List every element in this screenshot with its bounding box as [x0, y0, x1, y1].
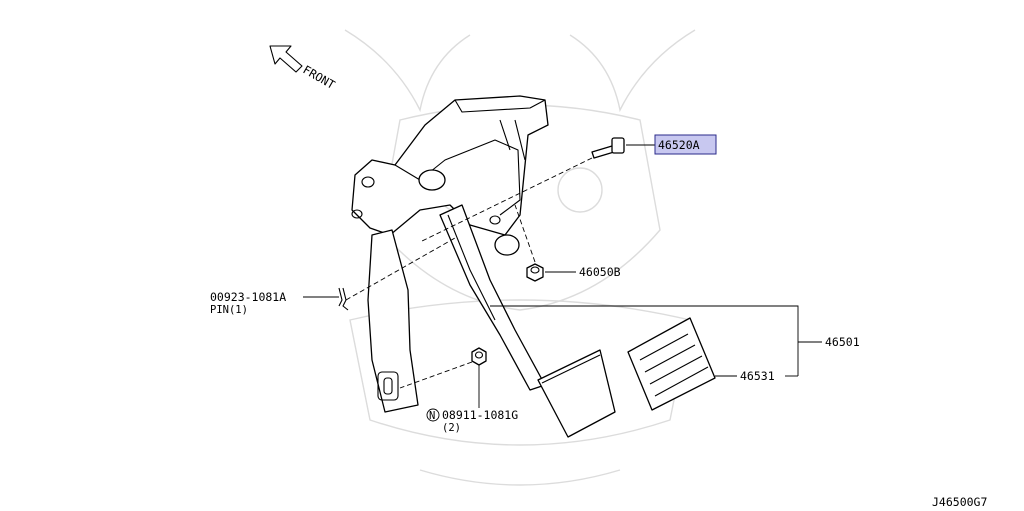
highlight-box	[654, 134, 717, 155]
callout-08911-1081g[interactable]: N 08911-1081G (2)	[426, 365, 518, 434]
callout-46501[interactable]: 46501	[490, 305, 860, 376]
callout-46520a[interactable]: 46520A	[626, 134, 717, 155]
callout-46531[interactable]: 46531	[715, 369, 798, 383]
bolt-46520a	[419, 137, 625, 243]
nut-46050b	[514, 204, 544, 282]
part-number-label: 46501	[825, 335, 860, 349]
front-indicator: FRONT	[269, 45, 338, 92]
pin-00923-1081a	[338, 237, 456, 311]
part-quantity-label: PIN(1)	[210, 304, 248, 316]
front-label: FRONT	[301, 62, 338, 91]
nut-08911-1081g	[399, 347, 487, 389]
pedal-assembly	[351, 95, 716, 438]
part-number-label: 46531	[740, 369, 775, 383]
part-number-label: 00923-1081A	[210, 290, 286, 304]
part-prefix-label: N	[429, 410, 435, 422]
callout-46050b[interactable]: 46050B	[545, 265, 621, 279]
part-number-label: 46520A	[658, 138, 700, 152]
part-number-label: 08911-1081G	[442, 408, 518, 422]
callout-00923-1081a[interactable]: 00923-1081A PIN(1)	[210, 290, 339, 316]
n-symbol-icon	[426, 408, 440, 422]
part-number-label: 46050B	[579, 265, 621, 279]
part-quantity-label: (2)	[442, 422, 461, 434]
front-arrow-icon	[269, 45, 303, 73]
diagram-code: J46500G7	[932, 495, 987, 509]
